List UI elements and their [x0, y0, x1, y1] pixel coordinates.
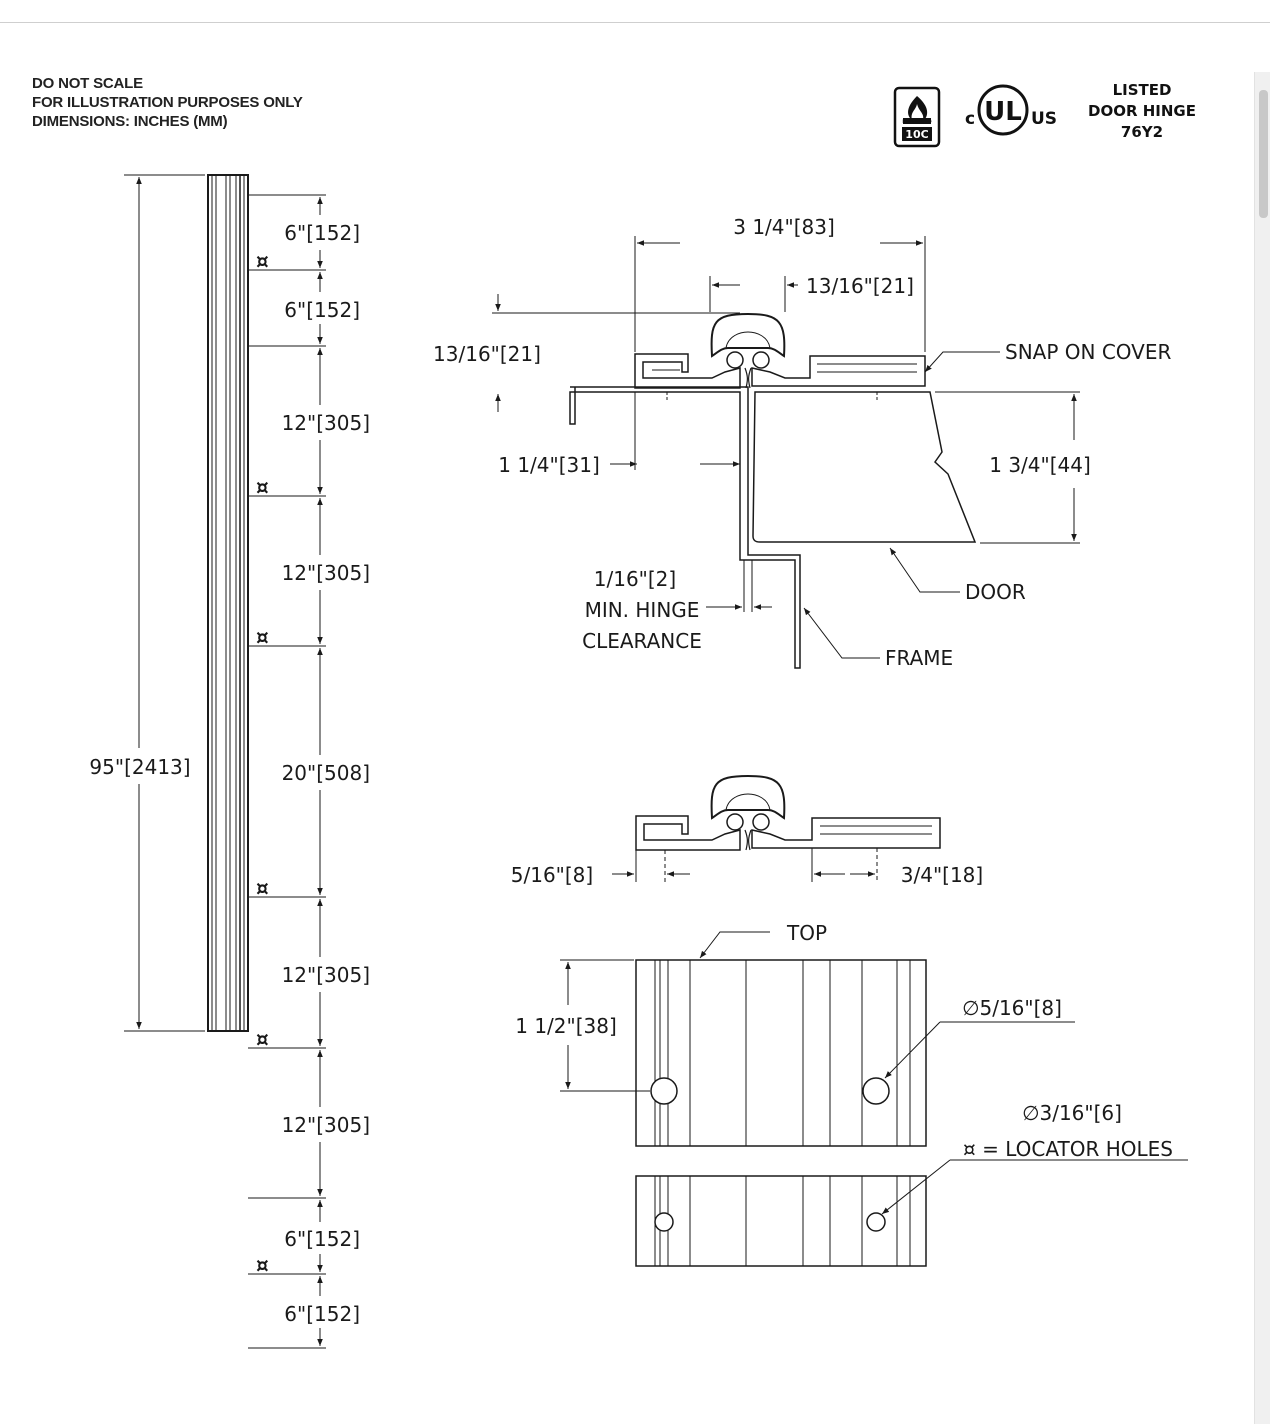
- spacing-label: 6"[152]: [284, 221, 360, 245]
- spacing-labels: 6"[152] 6"[152] 12"[305] 12"[305] 20"[50…: [282, 221, 370, 1326]
- clearance-label-line1: MIN. HINGE: [585, 598, 700, 622]
- spacing-label: 6"[152]: [284, 1227, 360, 1251]
- header-divider: [0, 22, 1270, 23]
- spacing-label: 12"[305]: [282, 561, 370, 585]
- locator-hole-markers: ¤ ¤ ¤ ¤ ¤ ¤: [256, 249, 269, 1277]
- locator-holes-legend: ¤ = LOCATOR HOLES: [963, 1137, 1173, 1161]
- ul-mark: c UL US: [965, 84, 1057, 136]
- ul-us-suffix: US: [1031, 109, 1057, 129]
- overall-length-label: 95"[2413]: [89, 755, 190, 779]
- profile-labels: 5/16"[8] 3/4"[18]: [511, 863, 983, 887]
- spacing-label: 6"[152]: [284, 298, 360, 322]
- note-dimensions-units: DIMENSIONS: INCHES (MM): [32, 113, 228, 130]
- leaf-dimensions: [560, 931, 1188, 1214]
- listing-text: LISTED DOOR HINGE 76Y2: [1088, 81, 1196, 141]
- spacing-label: 12"[305]: [282, 1113, 370, 1137]
- leaf-labels: TOP 1 1/2"[38] ∅5/16"[8] ∅3/16"[6] ¤ = L…: [515, 921, 1173, 1161]
- hinge-section-view: [569, 312, 977, 669]
- spacing-label: 12"[305]: [282, 963, 370, 987]
- left-offset-label: 5/16"[8]: [511, 863, 593, 887]
- door-label: DOOR: [965, 580, 1026, 604]
- overall-length-dimension: 95"[2413]: [89, 174, 205, 1032]
- door-thickness-label: 1 3/4"[44]: [989, 453, 1091, 477]
- frame-leaf-label: 1 1/4"[31]: [498, 453, 600, 477]
- locator-hole-icon: ¤: [256, 876, 269, 900]
- section-dimensions: [492, 236, 1080, 659]
- svg-text:76Y2: 76Y2: [1121, 123, 1163, 141]
- note-illustration-only: FOR ILLUSTRATION PURPOSES ONLY: [32, 94, 303, 111]
- locator-hole-icon: ¤: [256, 1253, 269, 1277]
- ul-c-prefix: c: [965, 109, 975, 129]
- hinge-profile-view: [635, 774, 941, 882]
- fire-rating-code: 10C: [905, 128, 928, 141]
- snap-on-cover-label: SNAP ON COVER: [1005, 340, 1171, 364]
- knuckle-width-label: 13/16"[21]: [806, 274, 914, 298]
- right-offset-label: 3/4"[18]: [901, 863, 983, 887]
- top-label: TOP: [786, 921, 827, 945]
- ul-letters: UL: [984, 97, 1022, 127]
- small-hole-label: ∅3/16"[6]: [1022, 1101, 1122, 1125]
- ul-circle: [977, 84, 1029, 136]
- vertical-scrollbar[interactable]: [1254, 72, 1270, 1424]
- fire-rated-badge: FIRE RATED 10C: [893, 86, 941, 148]
- clearance-label-line2: CLEARANCE: [582, 629, 702, 653]
- locator-hole-icon: ¤: [256, 249, 269, 273]
- spacing-extension-lines: [248, 194, 326, 1349]
- spacing-label: 12"[305]: [282, 411, 370, 435]
- leaf-top-view: [635, 959, 927, 1147]
- hole-offset-label: 1 1/2"[38]: [515, 1014, 617, 1038]
- hinge-elevation: [207, 174, 249, 1032]
- profile-dimensions: [612, 848, 875, 882]
- note-do-not-scale: DO NOT SCALE: [32, 75, 143, 92]
- scrollbar-thumb[interactable]: [1259, 90, 1268, 218]
- flame-icon: [908, 96, 928, 122]
- locator-hole-icon: ¤: [256, 1027, 269, 1051]
- svg-text:LISTED: LISTED: [1113, 81, 1172, 99]
- overall-width-label: 3 1/4"[83]: [733, 215, 835, 239]
- locator-hole-icon: ¤: [256, 625, 269, 649]
- drawing-notes: DO NOT SCALE FOR ILLUSTRATION PURPOSES O…: [32, 74, 303, 131]
- frame-label: FRAME: [885, 646, 953, 670]
- leaf-bottom-view: [635, 1175, 927, 1267]
- large-hole-label: ∅5/16"[8]: [962, 996, 1062, 1020]
- fire-rated-text: FIRE RATED: [902, 119, 932, 125]
- svg-text:DOOR HINGE: DOOR HINGE: [1088, 102, 1196, 120]
- locator-hole-icon: ¤: [256, 475, 269, 499]
- knuckle-height-label: 13/16"[21]: [433, 342, 541, 366]
- section-labels: 3 1/4"[83] 13/16"[21] 13/16"[21] 1 1/4"[…: [433, 215, 1171, 670]
- clearance-value: 1/16"[2]: [594, 567, 676, 591]
- spacing-label: 20"[508]: [282, 761, 370, 785]
- spacing-label: 6"[152]: [284, 1302, 360, 1326]
